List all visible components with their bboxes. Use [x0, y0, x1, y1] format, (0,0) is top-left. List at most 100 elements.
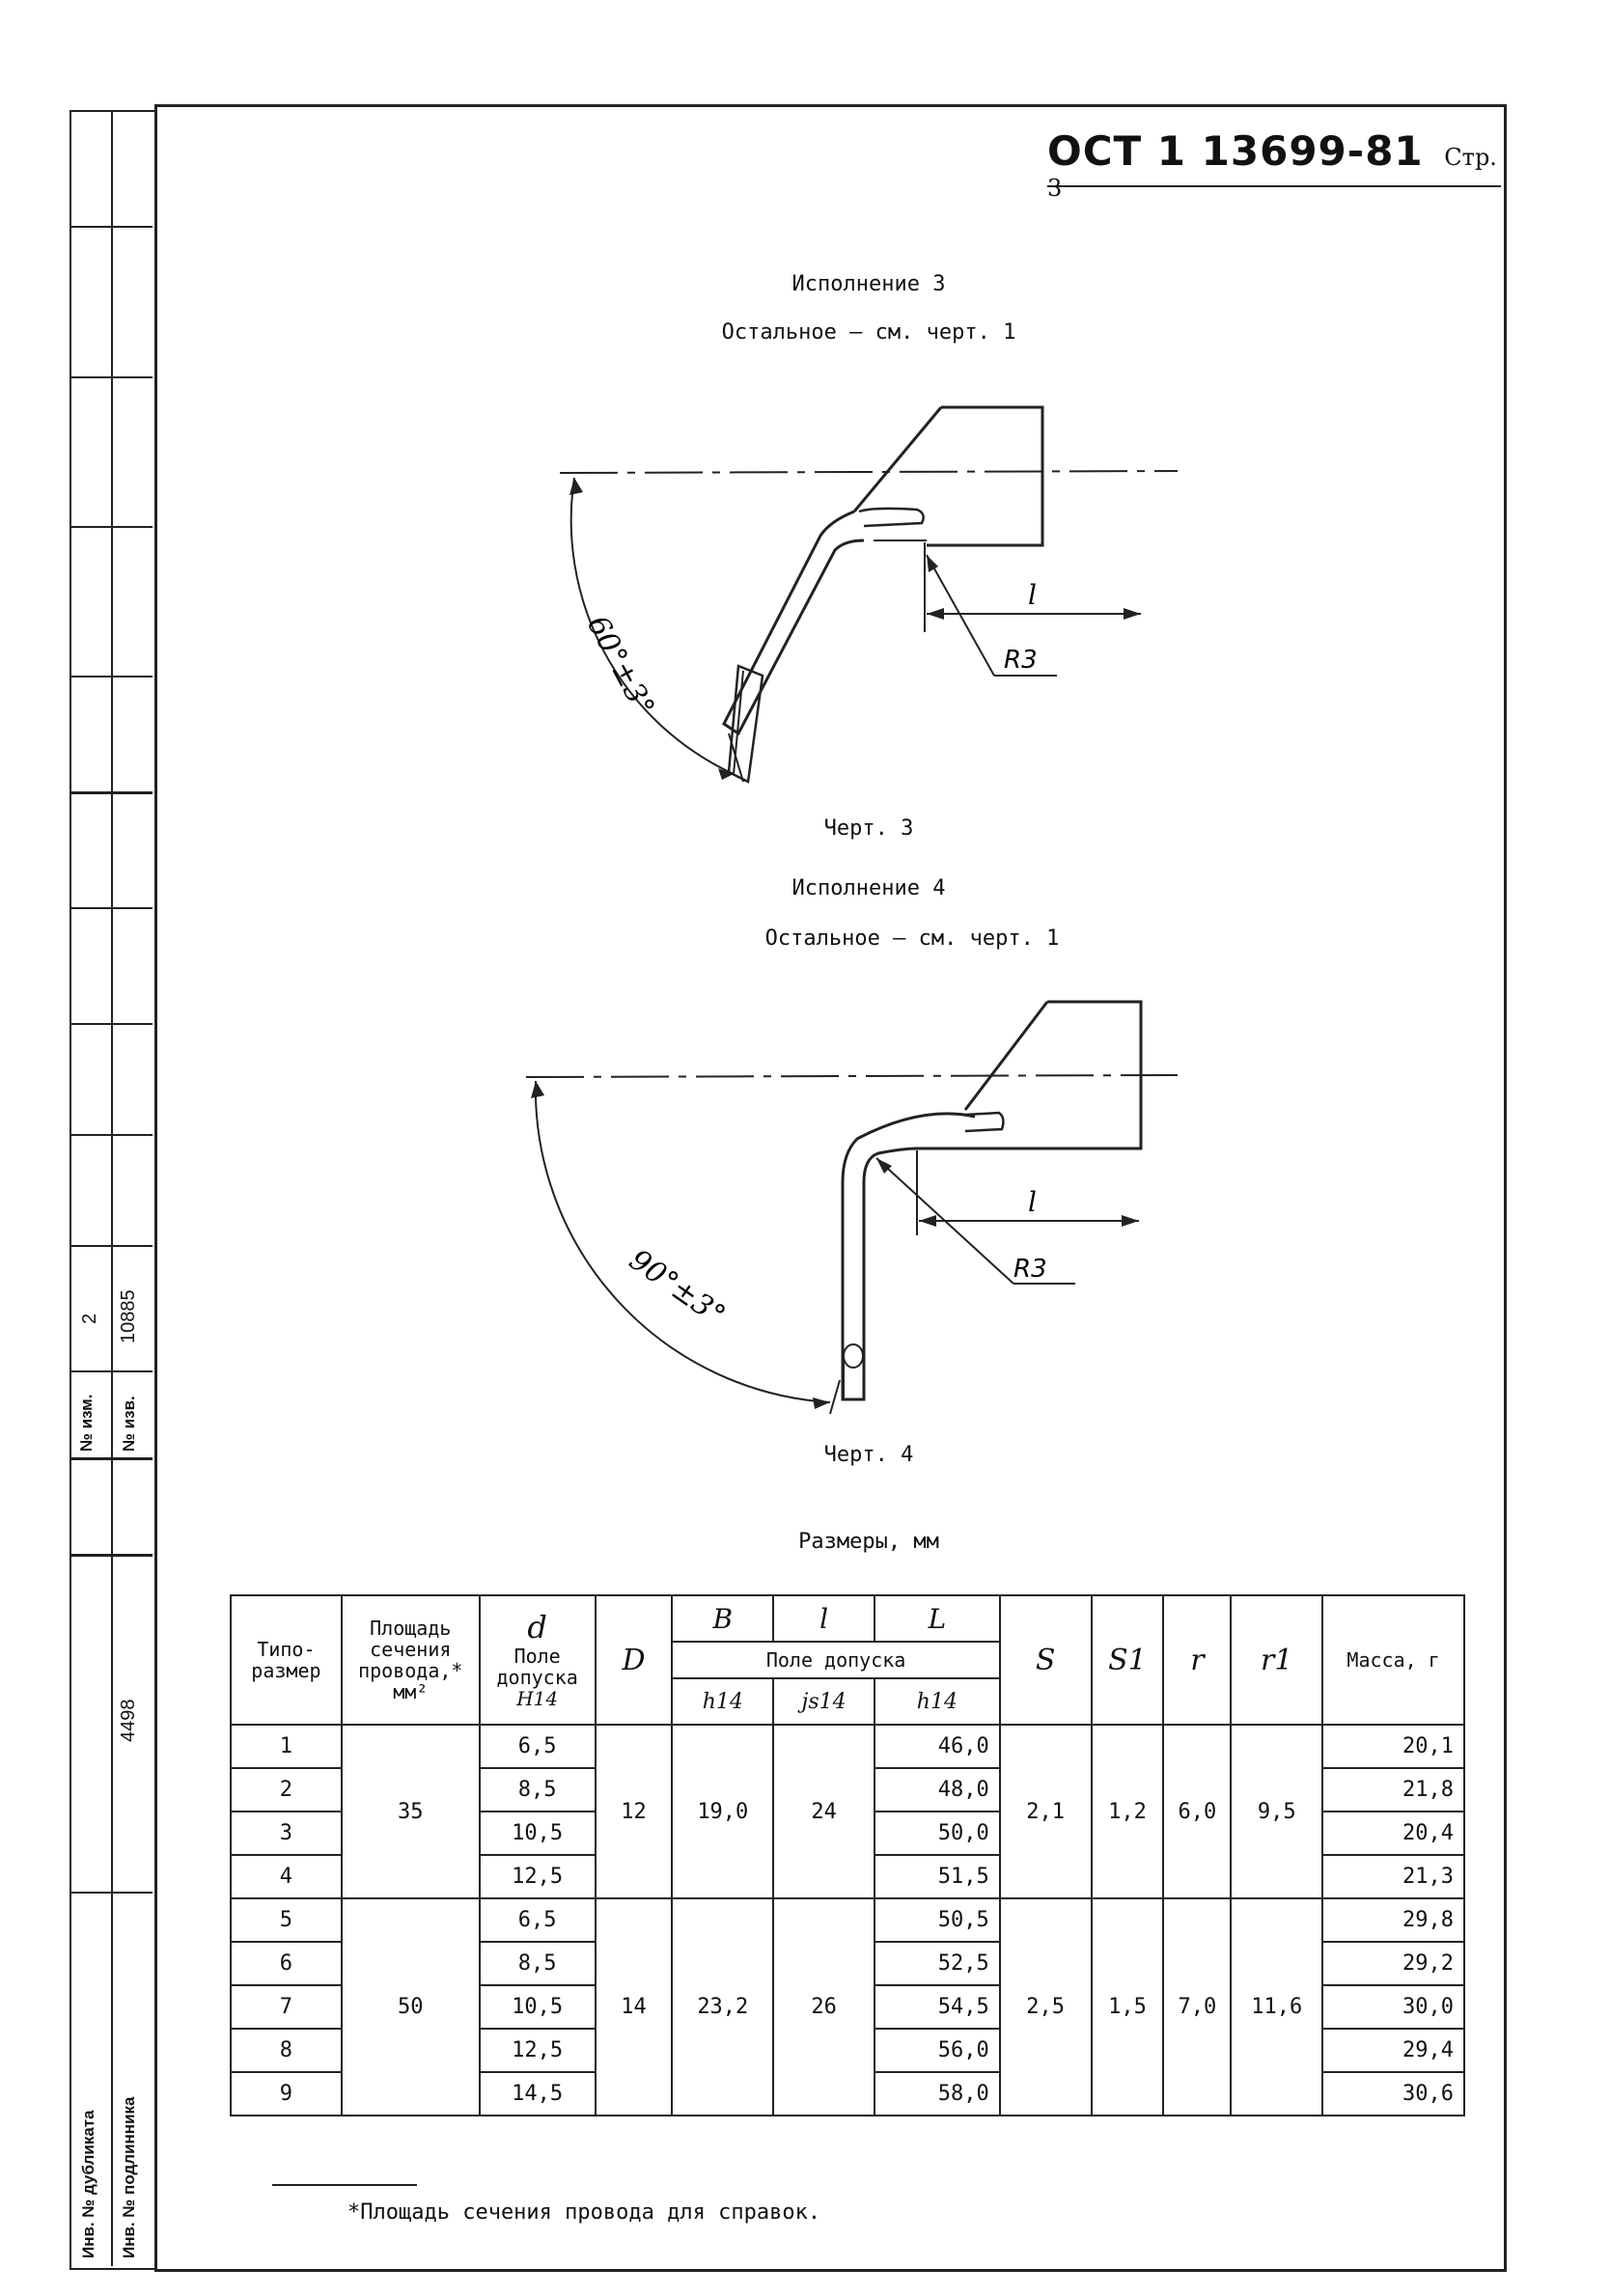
col-header-d: d Поле допуска H14 — [478, 1594, 597, 1726]
L-tolerance: h14 — [874, 1677, 1001, 1726]
drawing-4: 90°±3° l R3 — [525, 1000, 1179, 1415]
cell-type: 9 — [230, 2071, 343, 2116]
col-header-L: L — [874, 1594, 1001, 1643]
cell-S1: 1,5 — [1090, 1897, 1165, 2116]
cell-type: 5 — [230, 1897, 343, 1943]
col-header-S1: S1 — [1090, 1594, 1165, 1726]
cell-L: 51,5 — [874, 1854, 1001, 1899]
notice-value: 10885 — [118, 1289, 139, 1343]
cell-area: 50 — [340, 1897, 481, 2116]
cell-r1: 9,5 — [1230, 1724, 1324, 1899]
original-inventory-label: Инв. № подлинника — [120, 2096, 138, 2258]
cell-S1: 1,2 — [1090, 1724, 1165, 1899]
cell-S: 2,1 — [998, 1724, 1093, 1899]
col-header-l: l — [772, 1594, 875, 1643]
cell-mass: 20,1 — [1321, 1724, 1465, 1769]
cell-d: 6,5 — [478, 1724, 597, 1769]
page-frame — [154, 104, 1507, 2272]
cell-type: 4 — [230, 1854, 343, 1899]
cell-r1: 11,6 — [1230, 1897, 1324, 2116]
cell-d: 12,5 — [478, 2028, 597, 2073]
cell-mass: 21,8 — [1321, 1767, 1465, 1812]
variant3-note: Остальное – см. черт. 1 — [721, 320, 1016, 345]
variant4-note: Остальное – см. черт. 1 — [764, 927, 1060, 951]
change-label: № изм. — [77, 1394, 96, 1452]
cell-L: 54,5 — [874, 1984, 1001, 2030]
cell-L: 52,5 — [874, 1941, 1001, 1986]
standard-code: ОСТ 1 13699-81 — [1047, 127, 1424, 175]
table-row: 3 10,5 50,0 20,4 — [230, 1811, 1465, 1856]
variant4-caption: Черт. 4 — [823, 1443, 914, 1467]
cell-L: 50,5 — [874, 1897, 1001, 1943]
document-header: ОСТ 1 13699-81 Стр. 3 — [1047, 127, 1501, 202]
cell-mass: 21,3 — [1321, 1854, 1465, 1899]
cell-area: 35 — [340, 1724, 481, 1899]
col-header-D: D — [594, 1594, 674, 1726]
l-tolerance: js14 — [772, 1677, 875, 1726]
cell-S: 2,5 — [998, 1897, 1093, 2116]
col-header-S: S — [998, 1594, 1093, 1726]
cell-L: 48,0 — [874, 1767, 1001, 1812]
cell-mass: 20,4 — [1321, 1811, 1465, 1856]
cell-L: 56,0 — [874, 2028, 1001, 2073]
cell-mass: 29,8 — [1321, 1897, 1465, 1943]
duplicate-inventory-label: Инв. № дубликата — [79, 2110, 97, 2258]
cell-D: 14 — [594, 1897, 674, 2116]
cell-type: 2 — [230, 1767, 343, 1812]
table-row: 2 8,5 48,0 21,8 — [230, 1767, 1465, 1812]
angle-label-3: 60°±3° — [580, 610, 661, 722]
cell-d: 10,5 — [478, 1984, 597, 2030]
cell-type: 1 — [230, 1724, 343, 1769]
cell-l: 24 — [772, 1724, 875, 1899]
cell-B: 23,2 — [671, 1897, 775, 2116]
side-strip-divider — [111, 110, 113, 2266]
radius-label-3: R3 — [1004, 646, 1038, 675]
d-symbol: d — [527, 1609, 547, 1646]
cell-r: 7,0 — [1162, 1897, 1233, 2116]
length-label-3: l — [1028, 579, 1037, 611]
radius-label-4: R3 — [1013, 1255, 1047, 1284]
cell-d: 8,5 — [478, 1941, 597, 1986]
variant3-caption: Черт. 3 — [823, 816, 914, 841]
cell-type: 8 — [230, 2028, 343, 2073]
d-tolerance: H14 — [516, 1686, 559, 1710]
cell-mass: 29,2 — [1321, 1941, 1465, 1986]
cell-r: 6,0 — [1162, 1724, 1233, 1899]
col-header-B: B — [671, 1594, 775, 1643]
cell-L: 50,0 — [874, 1811, 1001, 1856]
col-header-r1: r1 — [1230, 1594, 1324, 1726]
change-value: 2 — [79, 1313, 100, 1324]
d-field-label: Поле допуска — [496, 1644, 578, 1689]
drawing-3: 60°±3° l R3 — [559, 405, 1179, 784]
cell-d: 10,5 — [478, 1811, 597, 1856]
table-title: Размеры, мм — [798, 1530, 939, 1554]
table-row: 7 10,5 54,5 30,0 — [230, 1984, 1465, 2030]
cell-type: 7 — [230, 1984, 343, 2030]
cell-B: 19,0 — [671, 1724, 775, 1899]
original-inventory-value: 4498 — [118, 1699, 139, 1743]
cell-d: 14,5 — [478, 2071, 597, 2116]
cell-mass: 30,0 — [1321, 1984, 1465, 2030]
col-header-area: Площадь сечения провода,* мм² — [340, 1594, 481, 1726]
col-header-type: Типо-размер — [230, 1594, 343, 1726]
footnote-rule — [272, 2184, 417, 2186]
cell-mass: 29,4 — [1321, 2028, 1465, 2073]
table-row: 4 12,5 51,5 21,3 — [230, 1854, 1465, 1899]
variant3-title: Исполнение 3 — [791, 272, 946, 296]
notice-label: № изв. — [120, 1396, 138, 1452]
footnote: *Площадь сечения провода для справок. — [347, 2200, 821, 2225]
tolerance-field-label: Поле допуска — [671, 1641, 1001, 1679]
col-header-r: r — [1162, 1594, 1233, 1726]
angle-label-4: 90°±3° — [623, 1243, 731, 1333]
side-block-lines — [69, 0, 153, 2296]
cell-L: 46,0 — [874, 1724, 1001, 1769]
cell-type: 3 — [230, 1811, 343, 1856]
col-header-mass: Масса, г — [1321, 1594, 1465, 1726]
length-label-4: l — [1028, 1186, 1037, 1218]
cell-d: 8,5 — [478, 1767, 597, 1812]
cell-d: 12,5 — [478, 1854, 597, 1899]
